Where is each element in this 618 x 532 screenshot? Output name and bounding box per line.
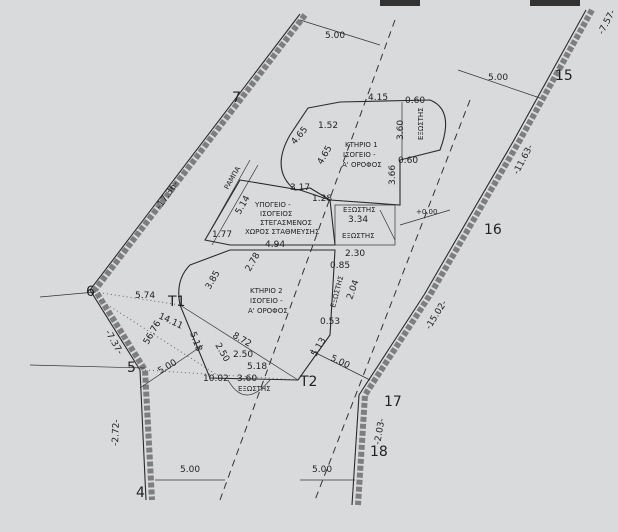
dim: 3.34 (348, 215, 368, 225)
dim: 5.18 (247, 362, 267, 372)
balcony-label: ΕΞΩΣΤΗΣ (417, 107, 425, 140)
building-2-label: Α' ΟΡΟΦΟΣ (248, 307, 288, 315)
point-t1: T1 (167, 294, 185, 310)
dim: -2.72- (111, 419, 122, 446)
left-boundary (89, 13, 308, 501)
building-1-label: Α' ΟΡΟΦΟΣ (342, 161, 382, 169)
parking-label: ΧΩΡΟΣ ΣΤΑΘΜΕΥΣΗΣ (245, 228, 319, 236)
building-2 (178, 249, 336, 396)
dim: 0.60 (405, 96, 425, 106)
parking-label: ΙΣΟΓΕΙΟΣ (260, 210, 292, 218)
building-1-label: ΙΣΟΓΕΙΟ - (343, 151, 376, 159)
dim: 0.85 (330, 261, 350, 271)
point-16: 16 (484, 222, 502, 238)
dim: 4.15 (368, 93, 388, 103)
room-labels: ΚΤΗΡΙΟ 1 ΙΣΟΓΕΙΟ - Α' ΟΡΟΦΟΣ ΥΠΟΓΕΙΟ - Ι… (223, 107, 425, 393)
survey-points: 7 15 16 6 5 17 18 4 T1 T2 (86, 68, 573, 501)
parking-label: ΣΤΕΓΑΣΜΕΝΟΣ (260, 219, 312, 227)
balcony-label: ΕΞΩΣΤΗΣ (343, 206, 376, 214)
point-18: 18 (370, 444, 388, 460)
point-15: 15 (555, 68, 573, 84)
point-5: 5 (127, 360, 136, 376)
right-boundary (351, 8, 595, 506)
dim: 5.00 (312, 465, 332, 475)
dim: 5.00 (325, 31, 345, 41)
building-2-label: ΚΤΗΡΙΟ 2 (250, 287, 283, 295)
balcony-label: ΕΞΩΣΤΗΣ (342, 232, 375, 240)
dim: 10.02 (203, 374, 229, 384)
balcony-label: ΕΞΩΣΤΗΣ (238, 385, 271, 393)
dim: 0.60 (398, 156, 418, 166)
dim: 3.17 (290, 183, 310, 193)
dim: 1.28 (312, 194, 332, 204)
building-1-label: ΚΤΗΡΙΟ 1 (345, 141, 378, 149)
dim: 0.53 (320, 317, 340, 327)
dim: 5.00 (180, 465, 200, 475)
point-4: 4 (136, 485, 145, 501)
dim: 4.94 (265, 240, 285, 250)
dim: 5.00 (488, 73, 508, 83)
point-17: 17 (384, 394, 402, 410)
building-1 (280, 99, 447, 206)
dim: 3.66 (388, 165, 398, 185)
dim: 2.50 (233, 350, 253, 360)
parking-area (204, 159, 396, 246)
dim: 2.30 (345, 249, 365, 259)
dim: 5.74 (135, 291, 155, 301)
dim: 3.60 (396, 120, 406, 140)
point-7: 7 (232, 90, 241, 106)
building-2-label: ΙΣΟΓΕΙΟ - (250, 297, 283, 305)
dim: 1.77 (212, 230, 232, 240)
parking-label: ΥΠΟΓΕΙΟ - (254, 201, 291, 209)
dim: 1.52 (318, 121, 338, 131)
point-6: 6 (86, 284, 95, 300)
dim: -2.03- (373, 418, 387, 446)
dim: +0.00 (416, 208, 437, 216)
point-t2: T2 (299, 374, 317, 390)
dim: 3.60 (237, 374, 257, 384)
